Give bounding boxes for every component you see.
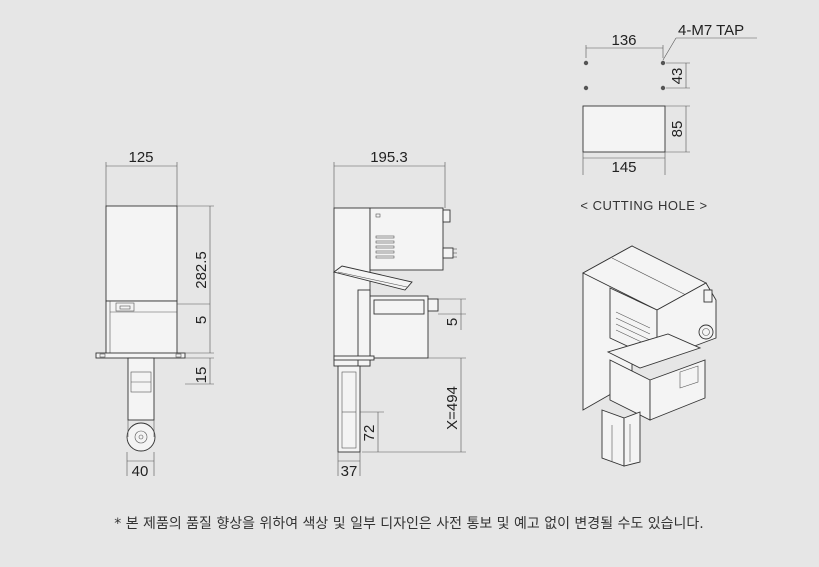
cutting-hole-caption: < CUTTING HOLE >: [580, 198, 707, 213]
iso-guide-right: [623, 411, 641, 467]
iso-hopper-side: [649, 359, 706, 421]
front-width-label: 125: [128, 149, 153, 166]
tap-hole-3: [583, 85, 589, 91]
front-wheel: [126, 422, 156, 452]
iso-guide-left: [601, 409, 625, 467]
front-bracket-1: [115, 302, 135, 312]
front-wheel-hub: [134, 430, 148, 444]
iso-hopper-window: [679, 365, 699, 389]
side-guide: [337, 365, 361, 453]
footer-note: * 본 제품의 품질 향상을 위하여 색상 및 일부 디자인은 사전 통보 및 …: [114, 516, 703, 532]
front-flange-label: 15: [193, 367, 210, 384]
iso-knob-center: [702, 328, 710, 336]
tap-label: 4-M7 TAP: [678, 22, 744, 39]
hole-outline: [582, 105, 666, 153]
side-hopper-tab: [427, 298, 439, 312]
tap-hole-1: [583, 60, 589, 66]
cutting-hole: 136 4-M7 TAP 43 85 145 < CUTTING HOLE >: [580, 22, 757, 213]
side-lid-edge: [337, 271, 408, 288]
side-motor-housing: [369, 207, 444, 271]
side-guide-width-label: 37: [341, 463, 358, 480]
side-hopper-top: [373, 299, 425, 315]
tap-hole-4: [660, 85, 666, 91]
hole-width-label: 145: [611, 159, 636, 176]
side-guide-height-label: 72: [361, 425, 378, 442]
front-wheel-label: 40: [132, 463, 149, 480]
side-flange: [333, 355, 375, 361]
front-bracket-2: [119, 305, 131, 310]
front-offset-label: 5: [193, 316, 210, 324]
front-view: 125 40 282.5 5: [95, 149, 214, 480]
side-guide-inner: [341, 371, 357, 449]
front-lower-body: [105, 300, 178, 357]
side-neck: [357, 289, 371, 367]
tap-leader: [662, 37, 677, 61]
front-height-label: 282.5: [193, 251, 210, 289]
side-width-label: 195.3: [370, 149, 408, 166]
side-vent-slots: [375, 213, 395, 259]
front-flange: [95, 352, 186, 359]
side-view: 195.3: [332, 149, 466, 480]
front-upper-body: [105, 205, 178, 302]
hole-pitch-x-label: 136: [611, 32, 636, 49]
iso-hopper-tray: [606, 333, 702, 369]
iso-top-seam: [611, 257, 687, 296]
hole-pitch-y-label: 43: [669, 68, 686, 85]
side-switch: [442, 209, 451, 223]
tap-hole-2: [660, 60, 666, 66]
front-guide-frame: [127, 357, 155, 421]
front-wheel-axle: [138, 434, 144, 440]
side-stroke-label: X=494: [444, 386, 461, 430]
iso-switch: [703, 289, 713, 303]
side-knob: [442, 247, 454, 259]
front-flange-left-tab: [99, 353, 106, 358]
side-offset-label: 5: [444, 318, 461, 326]
hole-height-label: 85: [669, 121, 686, 138]
iso-knob: [698, 324, 714, 340]
front-flange-right-tab: [175, 353, 182, 358]
isometric-view: [582, 245, 717, 467]
